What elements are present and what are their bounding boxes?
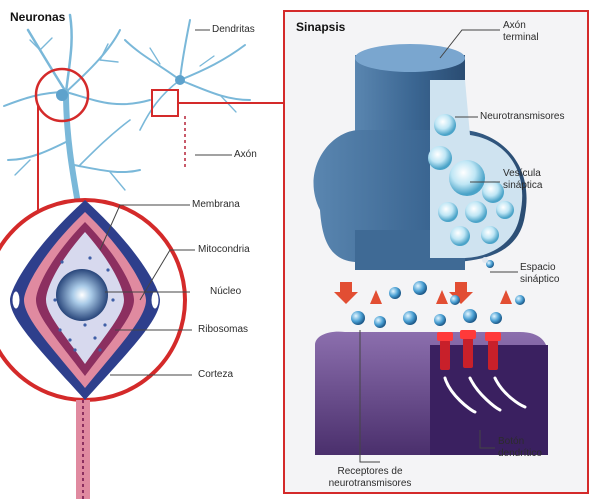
receptors [437,330,501,370]
label-nucleus: Núcleo [210,286,241,298]
label-axon: Axón [234,149,257,161]
label-dendritic-button: Botón dendrítico [498,436,558,459]
label-synaptic-space: Espacio sináptico [520,262,580,285]
nucleus-shape [56,269,108,321]
label-receptors: Receptores de neurotransmisores [315,466,425,489]
label-axon-terminal: Axón terminal [503,20,563,43]
synapse-title: Sinapsis [296,20,345,34]
label-ribosomes: Ribosomas [198,324,248,336]
label-dendrites: Dendritas [212,24,255,36]
label-synaptic-vesicle: Vesícula sináptica [503,168,563,191]
soma-detail [0,200,185,499]
label-mitochondria: Mitocondria [198,244,250,256]
label-neurotransmitters: Neurotransmisores [480,111,564,123]
label-cortex: Corteza [198,369,233,381]
neuron-tree [4,15,250,215]
neurons-title: Neuronas [10,10,65,24]
label-membrane: Membrana [192,199,240,211]
